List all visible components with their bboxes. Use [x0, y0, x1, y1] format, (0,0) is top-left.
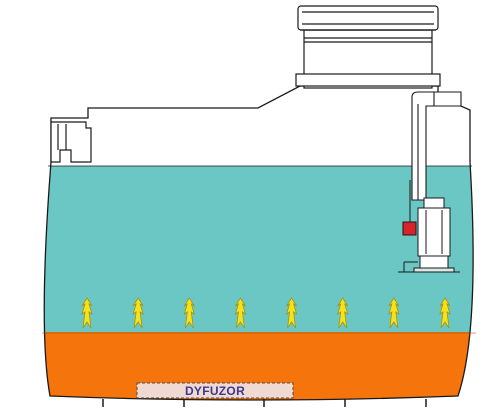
upward-arrow-icon: [285, 297, 298, 329]
diffuser-label: DYFUZOR: [185, 384, 245, 398]
upward-arrow-icon: [439, 297, 451, 329]
upward-arrow-icon: [234, 297, 247, 329]
liquid-layers: [44, 166, 474, 400]
upward-arrow-icon: [132, 297, 144, 329]
upward-arrow-icon: [183, 297, 195, 329]
diffuser: DYFUZOR: [136, 382, 294, 399]
upward-arrow-icon: [388, 297, 400, 329]
water-layer: [44, 166, 474, 336]
upward-arrow-icon: [337, 297, 349, 329]
submersible-pump-icon: [398, 197, 460, 273]
manhole: [295, 5, 441, 89]
bubble-arrows: [81, 297, 451, 329]
manhole-cover: [297, 5, 439, 31]
diffuser-bar: [136, 382, 294, 399]
ground-marks: [102, 399, 427, 407]
float-switch-icon: [402, 180, 417, 236]
outlet-pipe: [411, 91, 462, 201]
upward-arrow-icon: [81, 297, 93, 329]
inlet-pipe: [50, 121, 92, 163]
tank-outline: [43, 85, 474, 401]
manhole-collar: [295, 73, 441, 87]
